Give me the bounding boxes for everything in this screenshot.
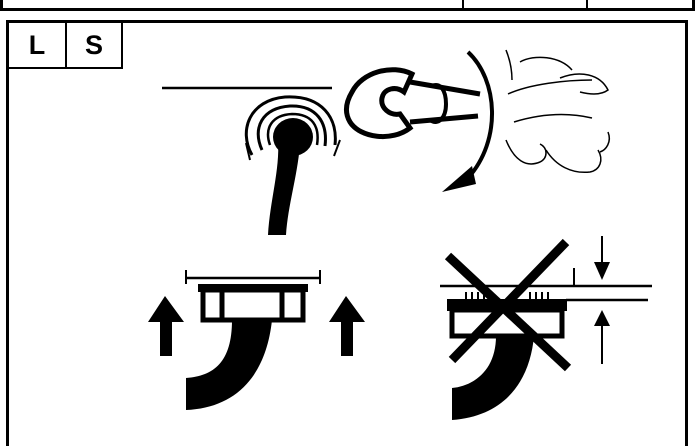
correct-drain-tube [186,320,272,410]
drain-tube [268,140,300,235]
incorrect-installation-scene [440,236,652,420]
curved-arrow-icon [442,52,492,192]
correct-installation-scene [148,270,365,410]
up-arrow-icon-right [329,296,365,356]
flush-fitting [198,284,308,320]
up-arrow-icon [148,296,184,356]
hand-icon [506,50,609,172]
open-end-wrench-icon [346,70,480,137]
nut-tightening-scene [162,50,609,235]
down-arrow-icon [594,236,610,280]
up-arrow-icon-gap [594,310,610,364]
